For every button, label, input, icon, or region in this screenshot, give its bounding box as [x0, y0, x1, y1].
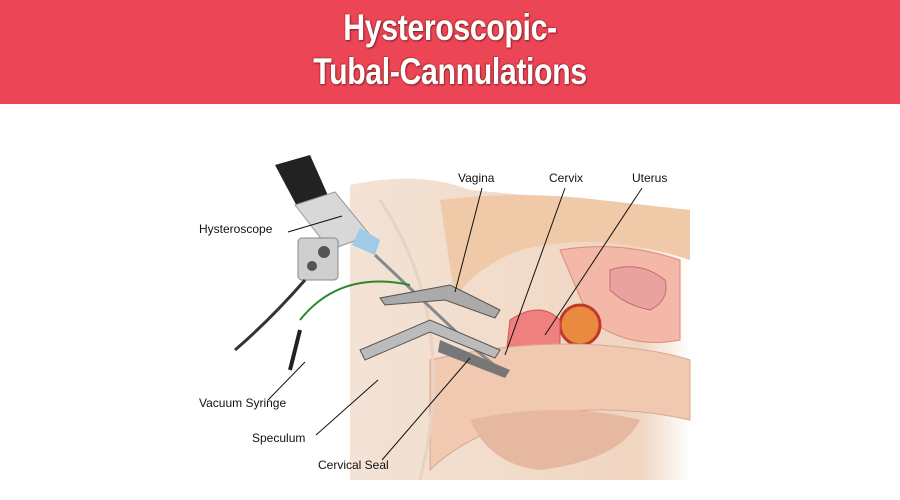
label-speculum: Speculum: [252, 431, 306, 445]
label-vagina: Vagina: [458, 171, 495, 185]
leader-lines: [267, 187, 643, 461]
label-cervical-seal: Cervical Seal: [318, 458, 389, 472]
title-line-1: Hysteroscopic-: [343, 7, 557, 48]
body-cross-section: [350, 178, 691, 481]
label-cervix: Cervix: [549, 171, 584, 185]
label-vacuum-syringe: Vacuum Syringe: [199, 396, 287, 410]
label-uterus: Uterus: [632, 171, 668, 185]
title-line-2: Tubal-Cannulations: [313, 51, 587, 92]
title-banner: Hysteroscopic- Tubal-Cannulations: [0, 0, 900, 104]
speculum-device: [359, 284, 510, 378]
anatomy-illustration: [234, 155, 691, 481]
label-hysteroscope: Hysteroscope: [199, 222, 273, 236]
